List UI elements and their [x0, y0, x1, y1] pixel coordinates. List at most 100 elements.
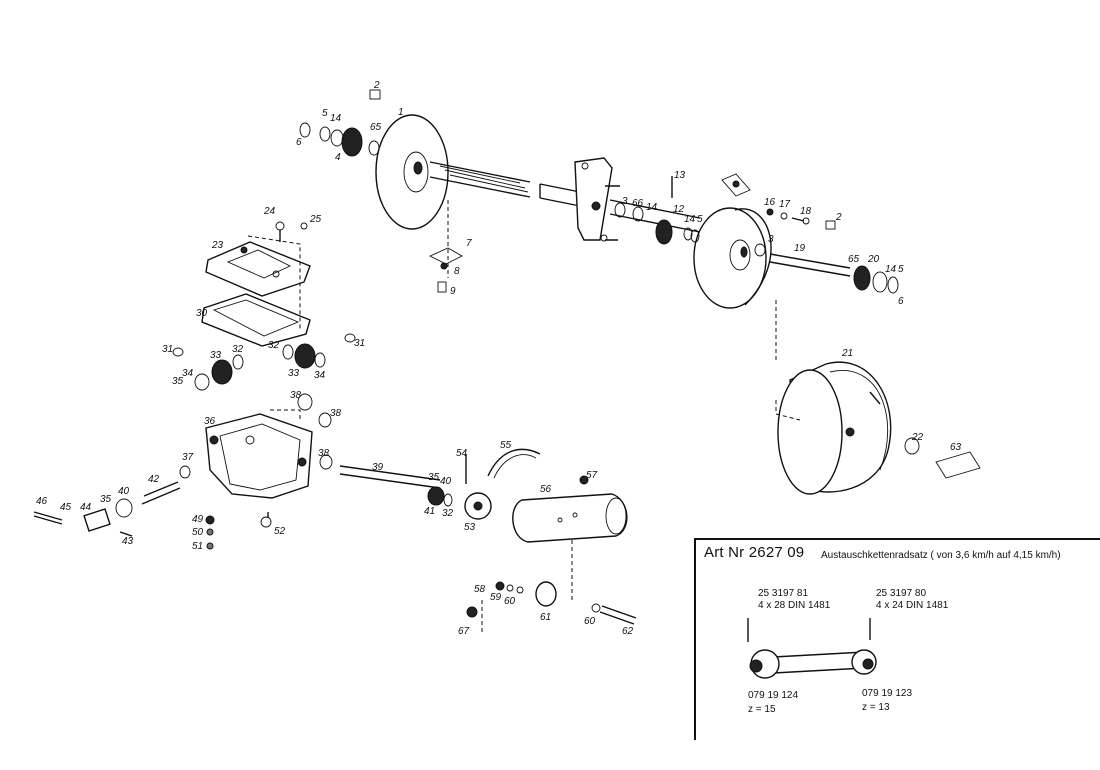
label-14: 14	[330, 113, 342, 124]
kit-description: Austauschkettenradsatz ( von 3,6 km/h au…	[821, 550, 1061, 561]
label-43: 43	[122, 536, 134, 547]
label-2: 2	[373, 80, 380, 91]
label-14: 14	[646, 202, 658, 213]
roller-mount-parts	[466, 581, 637, 632]
label-60: 60	[584, 616, 596, 627]
label-18: 18	[800, 206, 812, 217]
label-2: 2	[835, 212, 842, 223]
replacement-sprocket-sketch	[747, 618, 877, 679]
label-57: 57	[586, 470, 598, 481]
label-51: 51	[192, 541, 203, 552]
label-38: 38	[318, 448, 330, 459]
label-40: 40	[440, 476, 452, 487]
label-7: 7	[466, 238, 472, 249]
gear-parts	[172, 333, 356, 428]
label-49: 49	[192, 514, 204, 525]
label-65: 65	[848, 254, 860, 265]
label-66: 66	[632, 198, 644, 209]
label-38: 38	[330, 408, 342, 419]
label-6: 6	[296, 137, 302, 148]
roller	[512, 475, 628, 600]
replacement-kit-box: Art Nr 2627 09 Austauschkettenradsatz ( …	[694, 538, 1100, 740]
label-30: 30	[196, 308, 208, 319]
label-25: 25	[309, 214, 322, 225]
label-23: 23	[211, 240, 224, 251]
label-9: 9	[450, 286, 456, 297]
part-labels: 1 2 2 3 3 4 5 5 5 6 6 7 8 9 12 13 14 14 …	[36, 80, 962, 637]
right-pin-spec: 4 x 24 DIN 1481	[876, 600, 949, 611]
label-60: 60	[504, 596, 516, 607]
label-1: 1	[398, 107, 404, 118]
label-34: 34	[314, 370, 326, 381]
label-54: 54	[456, 448, 468, 459]
label-33: 33	[288, 368, 300, 379]
label-32: 32	[442, 508, 454, 519]
article-number: Art Nr 2627 09	[704, 544, 805, 561]
label-63: 63	[950, 442, 962, 453]
label-50: 50	[192, 527, 204, 538]
label-61: 61	[540, 612, 551, 623]
label-3: 3	[768, 234, 774, 245]
input-shaft-parts	[33, 465, 215, 550]
label-42: 42	[148, 474, 160, 485]
label-37: 37	[182, 452, 194, 463]
label-5: 5	[898, 264, 904, 275]
label-20: 20	[867, 254, 880, 265]
label-39: 39	[372, 462, 384, 473]
gear-housing-cover	[201, 221, 311, 347]
drive-shaft	[319, 448, 541, 520]
label-14: 14	[885, 264, 897, 275]
label-52: 52	[274, 526, 286, 537]
label-41: 41	[424, 506, 435, 517]
label-62: 62	[622, 626, 634, 637]
right-teeth-count: z = 13	[862, 702, 890, 713]
label-16: 16	[764, 197, 776, 208]
label-17: 17	[779, 199, 791, 210]
drive-wheel	[775, 300, 981, 495]
left-pin-spec: 4 x 28 DIN 1481	[758, 600, 831, 611]
label-5: 5	[322, 108, 328, 119]
label-32: 32	[232, 344, 244, 355]
label-19: 19	[794, 243, 806, 254]
label-45: 45	[60, 502, 72, 513]
label-35: 35	[172, 376, 184, 387]
label-31: 31	[354, 338, 365, 349]
main-axle	[299, 89, 899, 309]
label-46: 46	[36, 496, 48, 507]
label-33: 33	[210, 350, 222, 361]
label-38: 38	[290, 390, 302, 401]
label-35: 35	[428, 472, 440, 483]
label-59: 59	[490, 592, 502, 603]
label-5: 5	[697, 214, 703, 225]
label-3: 3	[622, 196, 628, 207]
label-21: 21	[841, 348, 853, 359]
left-teeth-count: z = 15	[748, 704, 776, 715]
gear-housing	[205, 409, 313, 528]
label-58: 58	[474, 584, 486, 595]
label-44: 44	[80, 502, 92, 513]
label-24: 24	[263, 206, 276, 217]
label-36: 36	[204, 416, 216, 427]
label-13: 13	[674, 170, 686, 181]
label-40: 40	[118, 486, 130, 497]
left-part-number: 25 3197 81	[758, 588, 809, 599]
label-14: 14	[684, 214, 696, 225]
label-67: 67	[458, 626, 470, 637]
left-sprocket-number: 079 19 124	[748, 690, 799, 701]
label-65: 65	[370, 122, 382, 133]
label-4: 4	[335, 152, 341, 163]
label-8: 8	[454, 266, 460, 277]
label-34: 34	[182, 368, 194, 379]
label-35: 35	[100, 494, 112, 505]
label-22: 22	[911, 432, 924, 443]
label-56: 56	[540, 484, 552, 495]
label-6: 6	[898, 296, 904, 307]
right-part-number: 25 3197 80	[876, 588, 927, 599]
label-55: 55	[500, 440, 512, 451]
label-12: 12	[673, 204, 685, 215]
label-31: 31	[162, 344, 173, 355]
label-53: 53	[464, 522, 476, 533]
label-32: 32	[268, 340, 280, 351]
right-sprocket-number: 079 19 123	[862, 688, 913, 699]
